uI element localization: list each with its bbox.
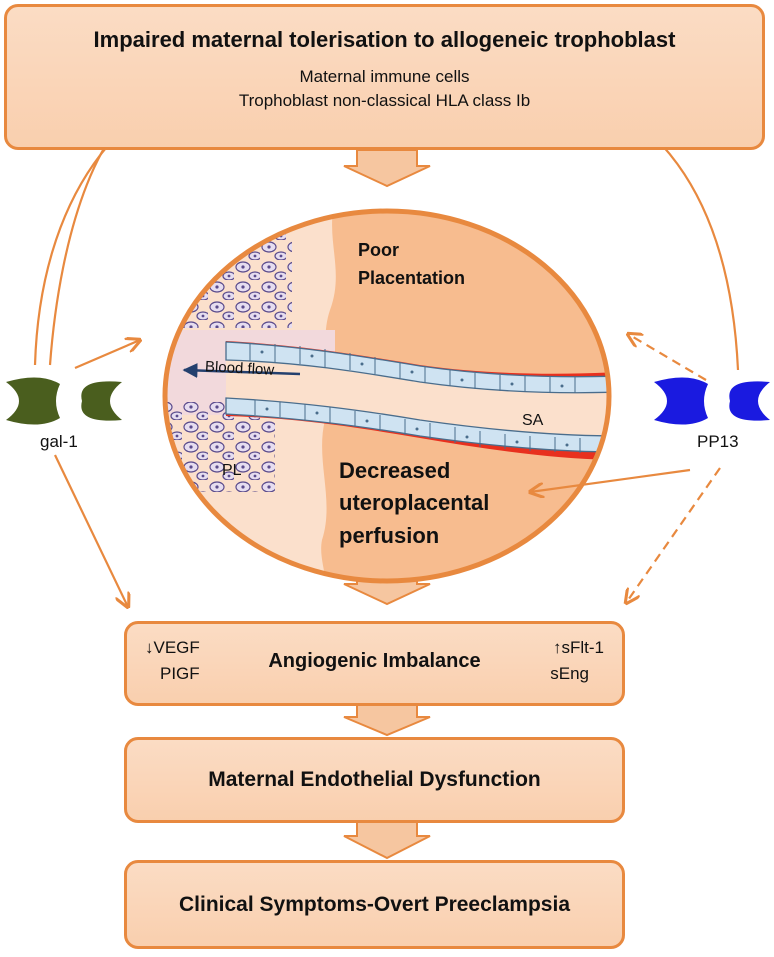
pp13-icon: [654, 377, 770, 425]
blood-flow-label: Blood flow: [204, 358, 275, 379]
angio-left-line1: ↓VEGF: [145, 638, 200, 657]
top-box-line1: Maternal immune cells: [299, 67, 470, 86]
decreased-perfusion-label-3: perfusion: [339, 523, 440, 548]
decreased-perfusion-label-1: Decreased: [339, 458, 451, 483]
top-box: Impaired maternal tolerisation to alloge…: [4, 4, 765, 150]
down-arrow-3: [343, 704, 431, 737]
pl-label: PL: [222, 462, 242, 479]
endothelial-title: Maternal Endothelial Dysfunction: [208, 768, 541, 791]
down-arrow-4: [343, 821, 431, 860]
angiogenic-box: ↓VEGF PIGF Angiogenic Imbalance ↑sFlt-1 …: [124, 621, 625, 706]
top-box-title: Impaired maternal tolerisation to alloge…: [93, 27, 676, 52]
angio-right-line2: sEng: [550, 664, 589, 683]
poor-placentation-label-2: Placentation: [358, 268, 466, 288]
endothelial-box: Maternal Endothelial Dysfunction: [124, 737, 625, 823]
arrow-pp13-to-placenta-dashed: [628, 334, 707, 381]
clinical-title: Clinical Symptoms-Overt Preeclampsia: [179, 892, 570, 916]
poor-placentation-label-1: Poor: [358, 240, 400, 260]
arrow-gal1-to-placenta: [74, 340, 140, 370]
gal-1-icon: [6, 377, 122, 425]
decreased-perfusion-label-2: uteroplacental: [339, 490, 490, 515]
arrow-gal1-to-angiogenic: [54, 454, 128, 607]
arrow-pp13-to-perfusion: [530, 468, 691, 492]
top-box-line2: Trophoblast non-classical HLA class Ib: [238, 91, 531, 110]
blood-flow-arrow: [182, 362, 301, 378]
angio-right-line1: ↑sFlt-1: [553, 638, 604, 657]
pp13-label: PP13: [697, 432, 739, 451]
angio-title: Angiogenic Imbalance: [268, 650, 481, 672]
clinical-box: Clinical Symptoms-Overt Preeclampsia: [124, 860, 625, 949]
gal-1-label: gal-1: [40, 432, 78, 451]
angio-left-line2: PIGF: [160, 664, 200, 683]
placenta-illustration: [162, 208, 612, 584]
sa-label: SA: [522, 412, 544, 429]
arrow-pp13-to-angiogenic-dashed: [626, 467, 721, 603]
down-arrow-1: [343, 149, 431, 188]
